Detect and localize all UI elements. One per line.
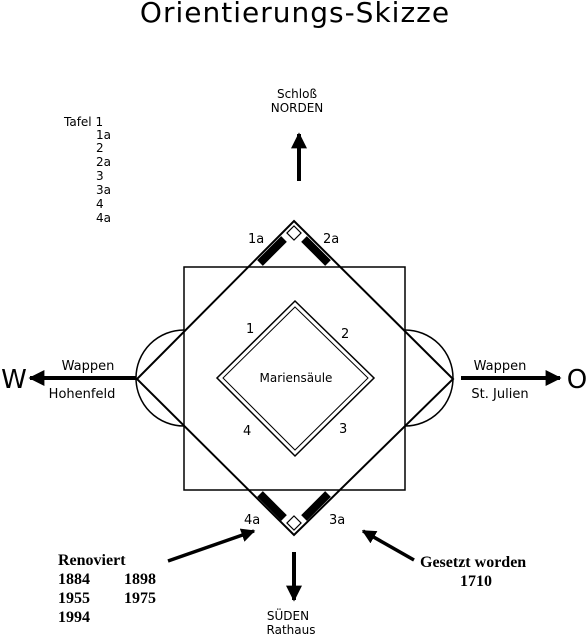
renoviert-arrow — [167, 528, 256, 563]
renoviert-year: 1975 — [124, 590, 156, 607]
south-label-line2: Rathaus — [267, 623, 316, 637]
renoviert-block: Renoviert 1884 1898 1955 1975 1994 — [58, 552, 156, 626]
outer-diamond — [135, 219, 455, 537]
base-square — [183, 266, 406, 491]
east-label-line2: St. Julien — [471, 387, 528, 402]
plate-bar-3a — [301, 491, 331, 521]
legend-item: 4a — [96, 211, 111, 225]
plate-legend: Tafel 1 1a 2 2a 3 3a 4 4a — [63, 115, 111, 225]
gesetzt-heading: Gesetzt worden — [420, 554, 526, 571]
legend-item: 4 — [96, 197, 104, 211]
plate-label-2: 2 — [341, 327, 349, 342]
plate-bar-1a — [257, 236, 287, 266]
bottom-marker — [286, 515, 302, 531]
inner-diamond-outer — [215, 299, 376, 458]
plate-label-4: 4 — [243, 424, 251, 439]
west-semicircle — [135, 329, 185, 427]
plate-label-3: 3 — [339, 422, 347, 437]
inner-diamond-inner — [222, 306, 369, 451]
plate-label-1: 1 — [246, 322, 254, 337]
east-label-line1: Wappen — [474, 359, 527, 374]
plate-label-3a: 3a — [329, 513, 345, 528]
renoviert-year: 1898 — [124, 571, 156, 588]
renoviert-year: 1884 — [58, 571, 90, 588]
plate-label-1a: 1a — [248, 232, 264, 247]
plate-bar-4a — [257, 491, 287, 521]
north-label-line2: NORDEN — [271, 101, 324, 115]
gesetzt-year: 1710 — [460, 573, 492, 590]
plate-label-4a: 4a — [244, 513, 260, 528]
renoviert-year: 1994 — [58, 609, 90, 626]
legend-item: 1a — [96, 128, 111, 142]
center-label: Mariensäule — [260, 371, 333, 385]
south-label-line1: SÜDEN — [267, 607, 309, 623]
renoviert-heading: Renoviert — [58, 552, 126, 569]
east-letter: O — [567, 365, 587, 395]
top-marker — [286, 225, 302, 241]
legend-item: Tafel 1 — [63, 115, 103, 129]
legend-item: 3 — [96, 169, 104, 183]
plate-label-2a: 2a — [323, 232, 339, 247]
legend-item: 2a — [96, 155, 111, 169]
gesetzt-arrow — [361, 529, 415, 562]
west-letter: W — [1, 365, 27, 395]
legend-item: 3a — [96, 183, 111, 197]
east-semicircle — [404, 329, 454, 427]
page-title: Orientierungs-Skizze — [140, 0, 450, 29]
north-label-line1: Schloß — [277, 87, 317, 101]
renoviert-year: 1955 — [58, 590, 90, 607]
west-label-line1: Wappen — [62, 359, 115, 374]
plate-bar-2a — [301, 236, 331, 266]
west-label-line2: Hohenfeld — [49, 387, 116, 402]
legend-item: 2 — [96, 141, 104, 155]
